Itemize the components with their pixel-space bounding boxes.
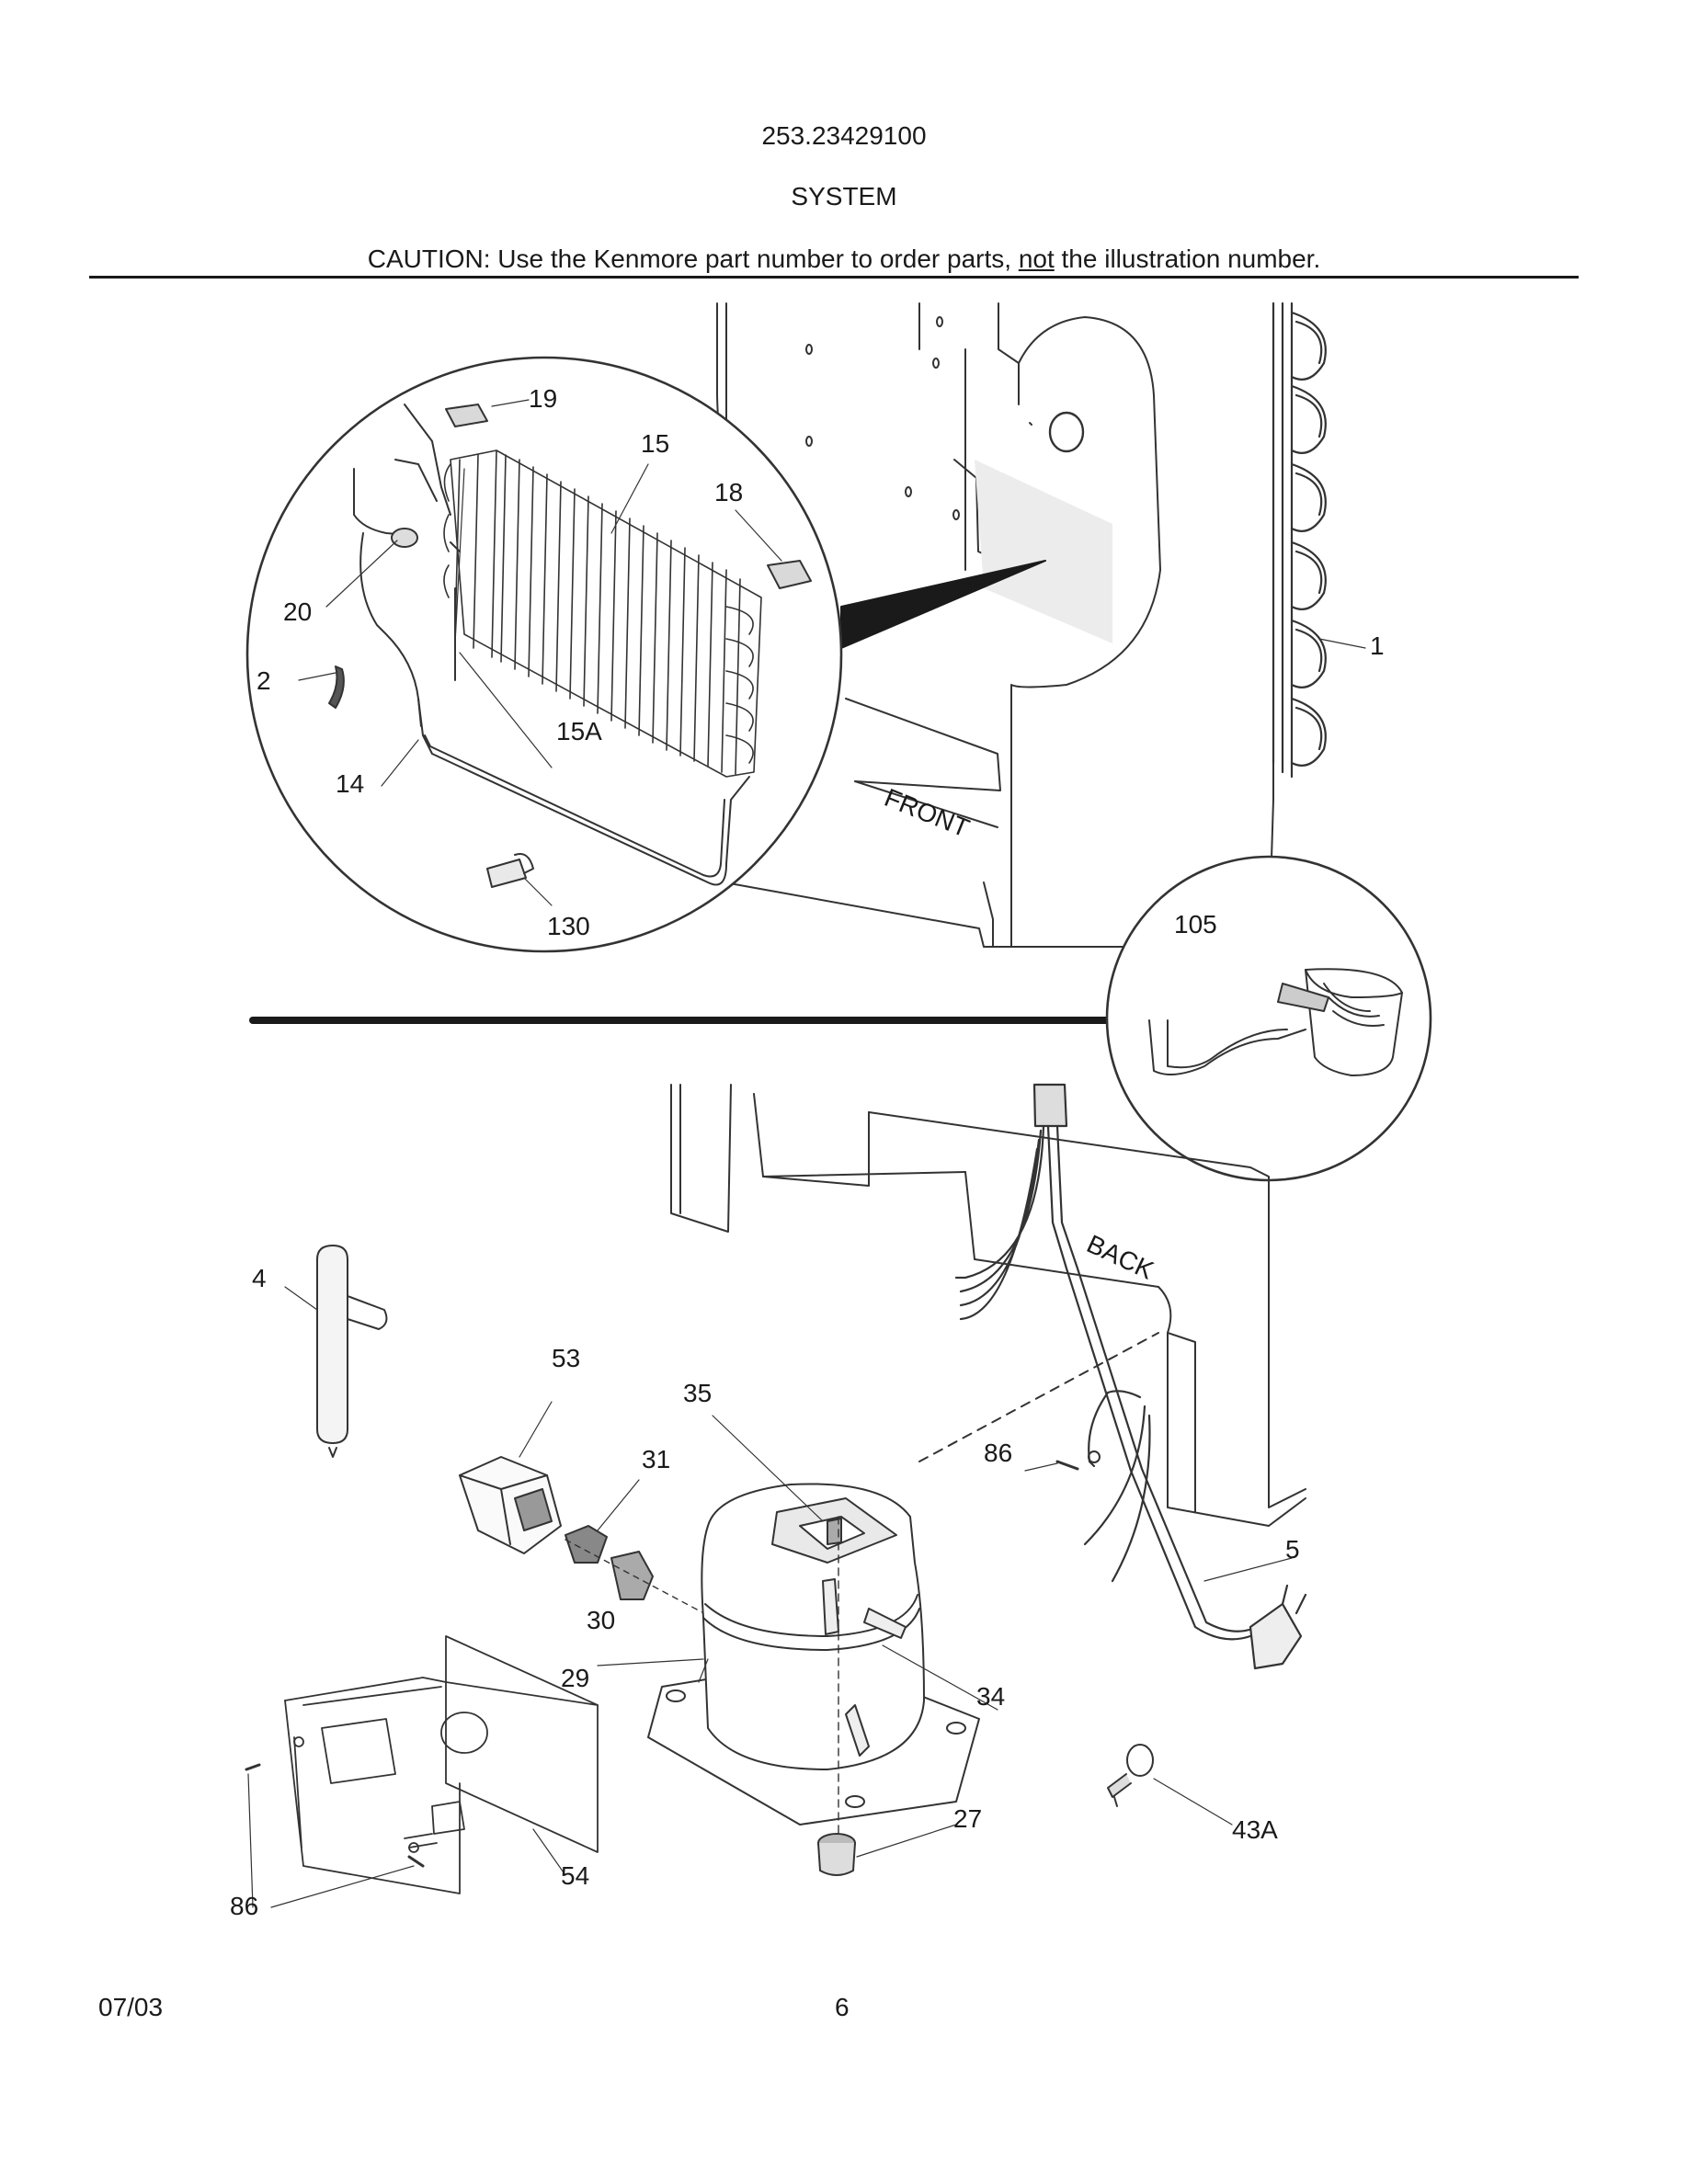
callout-43a: 43A	[1232, 1815, 1278, 1844]
part-18	[767, 560, 812, 589]
ground-lug	[1088, 1450, 1101, 1463]
page-number: 6	[835, 1993, 850, 2021]
revision-date: 07/03	[98, 1993, 164, 2021]
callout-27: 27	[953, 1804, 982, 1833]
grommet	[817, 1833, 856, 1876]
callout-31: 31	[642, 1445, 670, 1473]
front-label: FRONT	[881, 783, 974, 843]
callout-105: 105	[1174, 910, 1217, 938]
callout-86-left: 86	[230, 1892, 258, 1920]
callout-35: 35	[683, 1379, 712, 1407]
part-31	[565, 1525, 608, 1564]
drier	[316, 1245, 388, 1458]
relay	[459, 1456, 562, 1554]
callout-18: 18	[714, 478, 743, 506]
defrost-heater	[417, 698, 750, 886]
callout-5: 5	[1285, 1535, 1300, 1564]
cabinet-lower	[670, 1084, 1306, 1527]
control-box	[284, 1635, 599, 1894]
clamp	[1107, 1744, 1154, 1807]
callout-29: 29	[561, 1664, 589, 1692]
leader-lines	[247, 399, 1366, 1908]
detail-pointer	[840, 560, 1046, 649]
model-number: 253.23429100	[761, 121, 927, 150]
callout-15: 15	[641, 429, 669, 458]
part-19	[445, 404, 488, 427]
caution-note: CAUTION: Use the Kenmore part number to …	[0, 245, 1688, 274]
callout-130: 130	[547, 912, 590, 940]
callout-86-right: 86	[984, 1439, 1012, 1467]
callout-2: 2	[257, 666, 271, 695]
callout-14: 14	[336, 769, 364, 798]
evaporator	[443, 449, 762, 778]
part-30	[610, 1551, 654, 1600]
callout-15a: 15A	[556, 717, 602, 745]
compressor	[647, 1483, 980, 1848]
screw-86-lower	[407, 1855, 425, 1868]
section-title: SYSTEM	[791, 182, 897, 210]
cabinet-upper	[716, 302, 1274, 948]
callout-19: 19	[529, 384, 557, 413]
part-105-detail-circle	[1105, 855, 1432, 1182]
callout-20: 20	[283, 597, 312, 626]
callout-53: 53	[552, 1344, 580, 1372]
callout-4: 4	[252, 1264, 267, 1292]
callout-34: 34	[976, 1682, 1005, 1711]
callout-30: 30	[587, 1606, 615, 1634]
callout-54: 54	[561, 1861, 589, 1890]
caution-text: CAUTION: Use the Kenmore part number to …	[367, 245, 1019, 273]
part-105-heater	[1148, 968, 1403, 1076]
callout-1: 1	[1370, 631, 1385, 660]
caution-text-end: the illustration number.	[1054, 245, 1321, 273]
part-130	[486, 859, 527, 888]
condenser-coil	[1272, 301, 1327, 779]
screw-86-left	[245, 1763, 261, 1771]
caution-emphasis: not	[1018, 245, 1055, 273]
wiring-harness	[954, 1083, 1307, 1670]
screw-86-right	[1055, 1460, 1079, 1471]
evaporator-wiring	[328, 404, 461, 727]
header-rule	[89, 276, 1579, 279]
